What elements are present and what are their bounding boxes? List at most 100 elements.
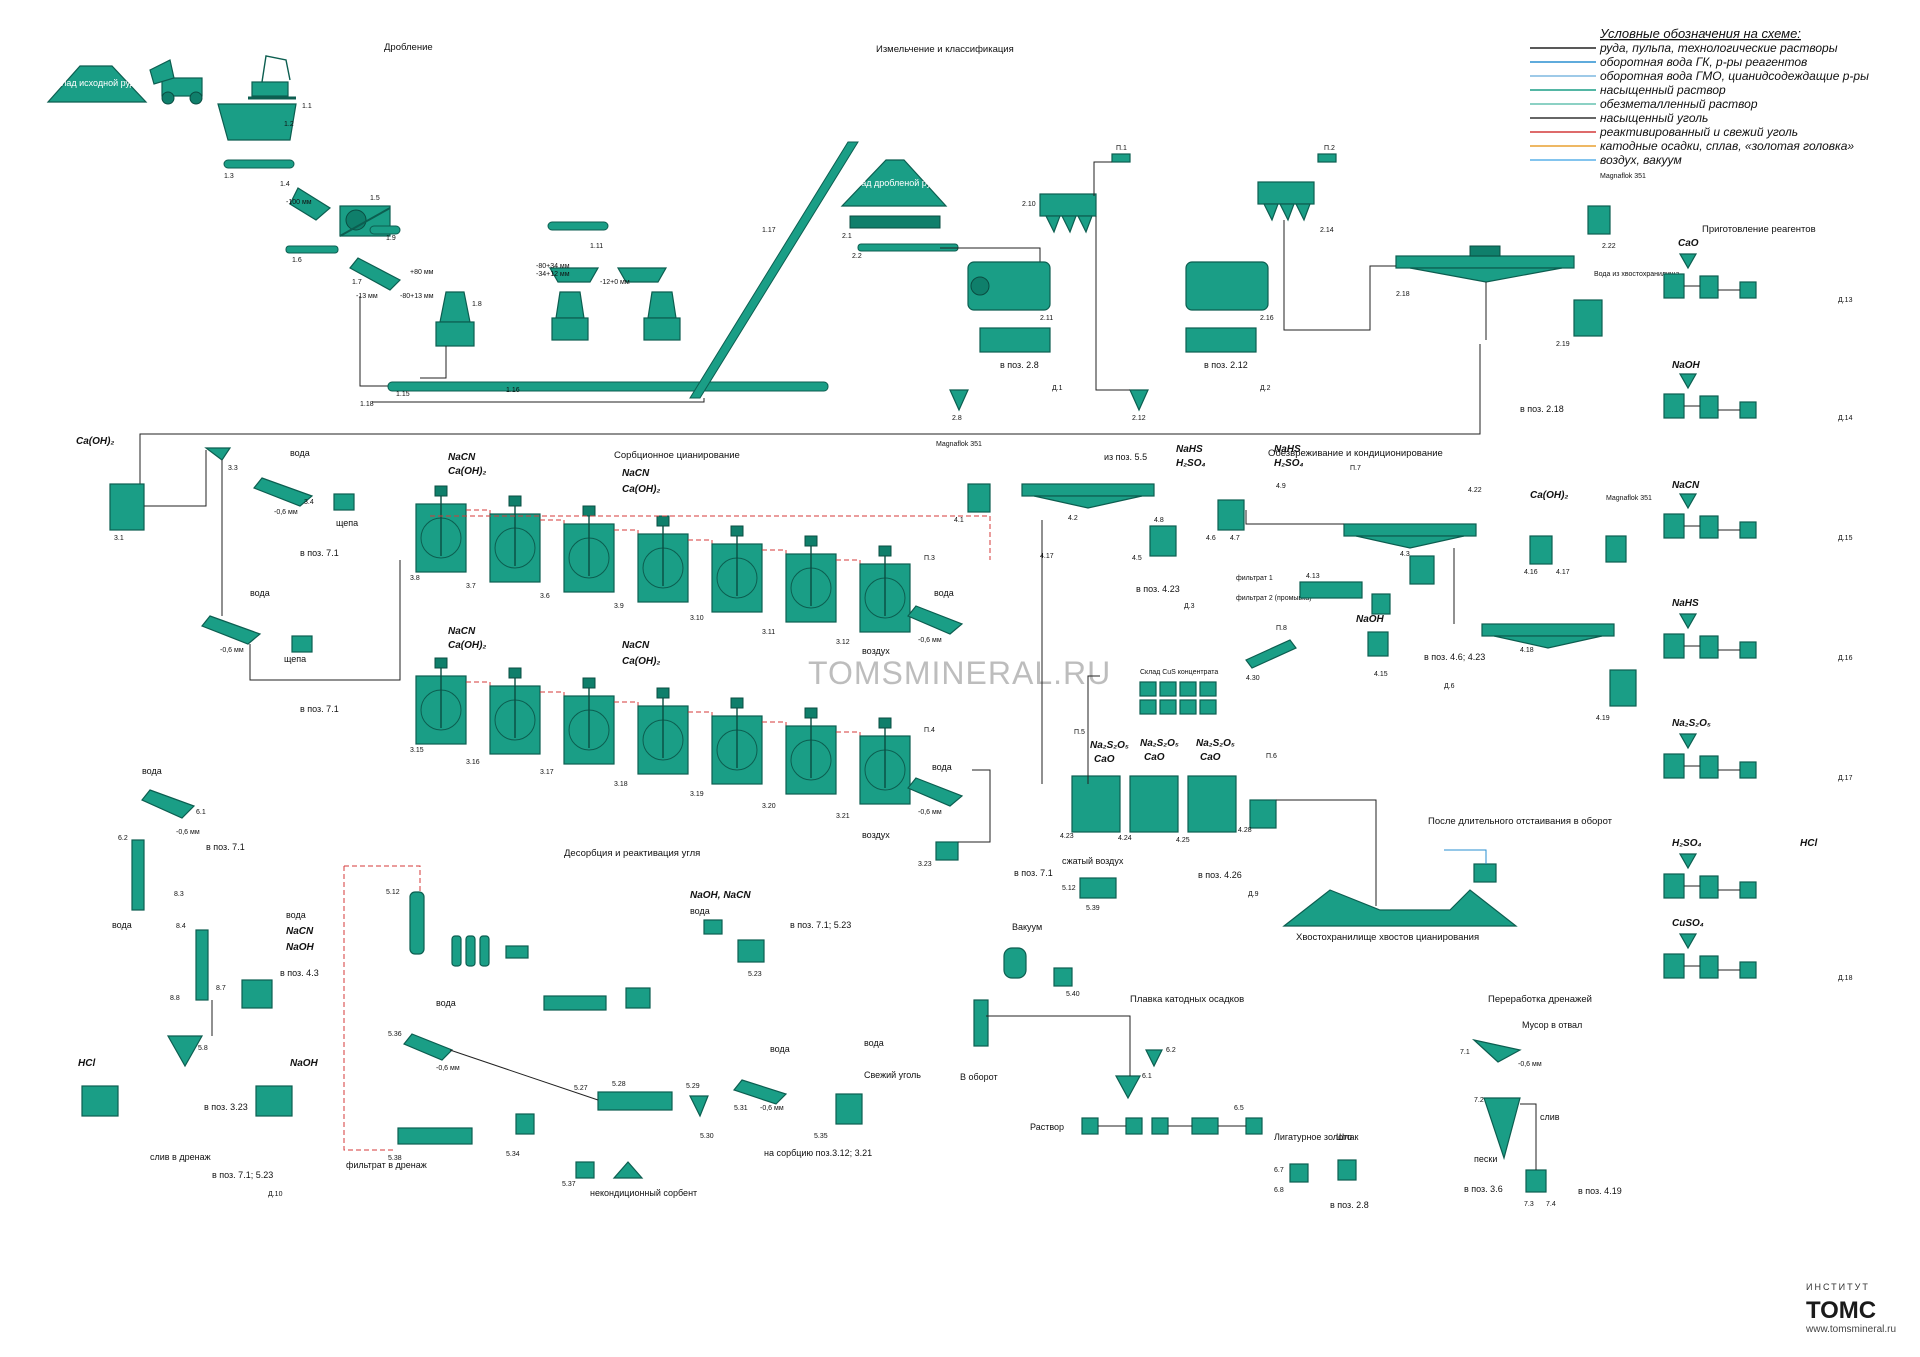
tank-4.22 [1605, 535, 1627, 563]
size-06-h: -0,6 мм [1518, 1061, 1542, 1068]
ref-4.26: в поз. 4.26 [1198, 870, 1242, 880]
water-label-4: вода [932, 762, 952, 772]
tailings-dam [1282, 889, 1518, 927]
legend-item: воздух, вакуум [1600, 153, 1682, 167]
pos-3.3: 3.3 [228, 465, 238, 472]
reagent-tank [1739, 401, 1757, 419]
cus-bag [1159, 699, 1177, 715]
jaw-crusher [339, 205, 391, 237]
reagent-tank [1739, 641, 1757, 659]
reagent-tank [1739, 761, 1757, 779]
chem-naoh-nacn: NaOH, NaCN [690, 890, 751, 901]
carbon-transfer-line [540, 519, 565, 530]
screen-3.4 [253, 477, 314, 507]
furnace-6.3 [1125, 1117, 1143, 1135]
tank-4.19 [1609, 669, 1637, 707]
trash-screen-7.1 [1471, 1038, 1522, 1063]
slag-bin [1337, 1159, 1357, 1181]
pos-4.8: 4.8 [1154, 517, 1164, 524]
chem-nahs-1: NaHS [1176, 444, 1203, 455]
ref-3.6: в поз. 3.6 [1464, 1184, 1503, 1194]
reagent-hopper [1678, 493, 1698, 510]
ref-4.23: в поз. 4.23 [1136, 584, 1180, 594]
pos-8.4: 8.4 [176, 923, 186, 930]
agitator-motor [730, 697, 744, 709]
pos-6.1: 6.1 [1142, 1073, 1152, 1080]
chem-h2so4-2: H₂SO₄ [1274, 458, 1304, 469]
overflow-label: слив [1540, 1112, 1560, 1122]
size-80-34: -80+34 мм [536, 263, 570, 270]
pos-3.21: 3.21 [836, 813, 850, 820]
drain-d6: Д.6 [1444, 683, 1455, 690]
pos-8.3: 8.3 [174, 891, 184, 898]
pos-3.9: 3.9 [614, 603, 624, 610]
cus-bag [1179, 681, 1197, 697]
grizzly-screen [289, 187, 332, 221]
water-from-tailings: Вода из хвостохранилища [1594, 271, 1680, 278]
chem-caoh-start: Ca(OH)₂ [76, 436, 114, 447]
excavator-icon [248, 55, 296, 100]
drain-d1: Д.1 [1052, 385, 1063, 392]
legend-item: катодные осадки, сплав, «золотая головка… [1600, 139, 1854, 153]
reagent-tank [1739, 521, 1757, 539]
size-100: -100 мм [286, 199, 312, 206]
flux-hopper-6.2 [1145, 1049, 1163, 1068]
pos-2.16: 2.16 [1260, 315, 1274, 322]
logo-caption: ИНСТИТУТ [1806, 1282, 1870, 1292]
filtrate-1: фильтрат 1 [1236, 575, 1273, 582]
hydrocyclone-cluster-2.14 [1257, 181, 1315, 222]
air-label-1: воздух [862, 646, 890, 656]
pos-7.1: 7.1 [1460, 1049, 1470, 1056]
heater-5.17 [505, 945, 529, 959]
water-label-6: вода [112, 920, 132, 930]
pos-7.2: 7.2 [1474, 1097, 1484, 1104]
gravity-concentrator-2 [1185, 327, 1257, 353]
reagent-tank [1699, 955, 1719, 979]
screw-conveyor-4.30 [1245, 639, 1297, 669]
chips-label-2: щепа [284, 654, 306, 664]
stockpile-feeders [849, 215, 941, 229]
agitator-motor [656, 515, 670, 527]
watermark: TOMSMINERAL.RU [808, 655, 1111, 691]
tank-5.22 [703, 919, 723, 935]
conveyor-1.15 [387, 381, 829, 392]
agitator-motor [434, 485, 448, 497]
pos-3.8: 3.8 [410, 575, 420, 582]
heat-exchanger [479, 935, 490, 967]
pos-П.1: П.1 [1116, 145, 1127, 152]
pos-4.17-a: 4.17 [1040, 553, 1054, 560]
pos-4.30: 4.30 [1246, 675, 1260, 682]
pos-2.1: 2.1 [842, 233, 852, 240]
legend: Условные обозначения на схеме: руда, пул… [1530, 26, 1869, 167]
pos-2.18: 2.18 [1396, 291, 1410, 298]
cus-store: Склад CuS концентрата [1140, 669, 1218, 676]
pos-3.7: 3.7 [466, 583, 476, 590]
chip-bin-2 [291, 635, 313, 653]
ref-2.12-a: в поз. 2.12 [1204, 360, 1248, 370]
pos-1.18: 1.18 [360, 401, 374, 408]
pos-2.11: 2.11 [1040, 315, 1053, 322]
crushed-ore-stockpile [840, 159, 948, 207]
pos-2.22: 2.22 [1602, 243, 1616, 250]
cus-bag [1139, 699, 1157, 715]
chem-cao-3: CaO [1200, 752, 1221, 763]
carbon-transfer-line [762, 721, 787, 732]
pos-5.31: 5.31 [734, 1105, 748, 1112]
carbon-transfer-line [836, 559, 861, 570]
section-drainage: Переработка дренажей [1488, 994, 1592, 1005]
ref-7.1-5.23-a: в поз. 7.1; 5.23 [212, 1170, 273, 1180]
pos-П.6: П.6 [1266, 753, 1277, 760]
trash-screen-3.3 [204, 447, 232, 461]
tank-5.23 [737, 939, 765, 963]
water-label-10: вода [770, 1044, 790, 1054]
vacuum-pump-5.40 [1053, 967, 1073, 987]
reagent-tank [1739, 881, 1757, 899]
pos-П.8: П.8 [1276, 625, 1287, 632]
chem-caoh-detox: Ca(OH)₂ [1530, 490, 1568, 501]
drain-d14: Д.14 [1838, 415, 1853, 422]
from-pos-5.5: из поз. 5.5 [1104, 452, 1147, 462]
to-sorption: на сорбцию поз.3.12; 3.21 [764, 1148, 872, 1158]
pos-3.20: 3.20 [762, 803, 776, 810]
pos-5.37: 5.37 [562, 1181, 576, 1188]
off-spec-sorbent: некондиционный сорбент [590, 1188, 697, 1198]
